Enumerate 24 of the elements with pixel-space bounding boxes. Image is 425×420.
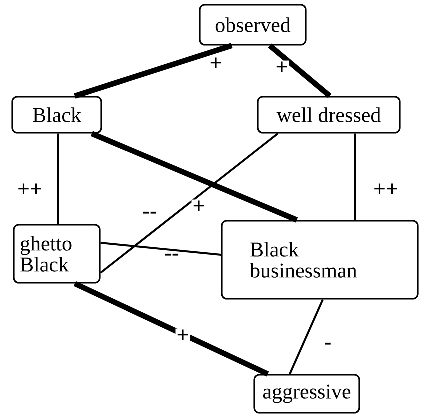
connector-line [354,134,356,220]
edge-label: + [274,60,290,76]
connector-line [57,134,59,224]
edge-label: ++ [372,182,400,198]
edge-label: + [208,56,224,72]
connector-line [268,44,332,98]
connector-line [90,131,298,223]
edge-label: ++ [16,182,44,198]
connector-line [74,43,233,99]
connector-line [100,242,222,256]
edge-label: -- [142,210,158,220]
concept-box: aggressive [254,374,360,414]
edge-label: -- [164,252,180,262]
concept-box: well dressed [257,96,401,134]
concept-box: observed [199,4,307,46]
concept-box: Black businessman [221,220,419,300]
connector-line [289,299,324,375]
concept-box: Black [12,96,102,134]
concept-box: ghetto Black [13,224,101,284]
edge-label: + [192,200,206,214]
connector-line [100,133,279,274]
connector-line [74,281,270,377]
edge-label: - [323,342,333,350]
edge-label: + [176,328,190,344]
